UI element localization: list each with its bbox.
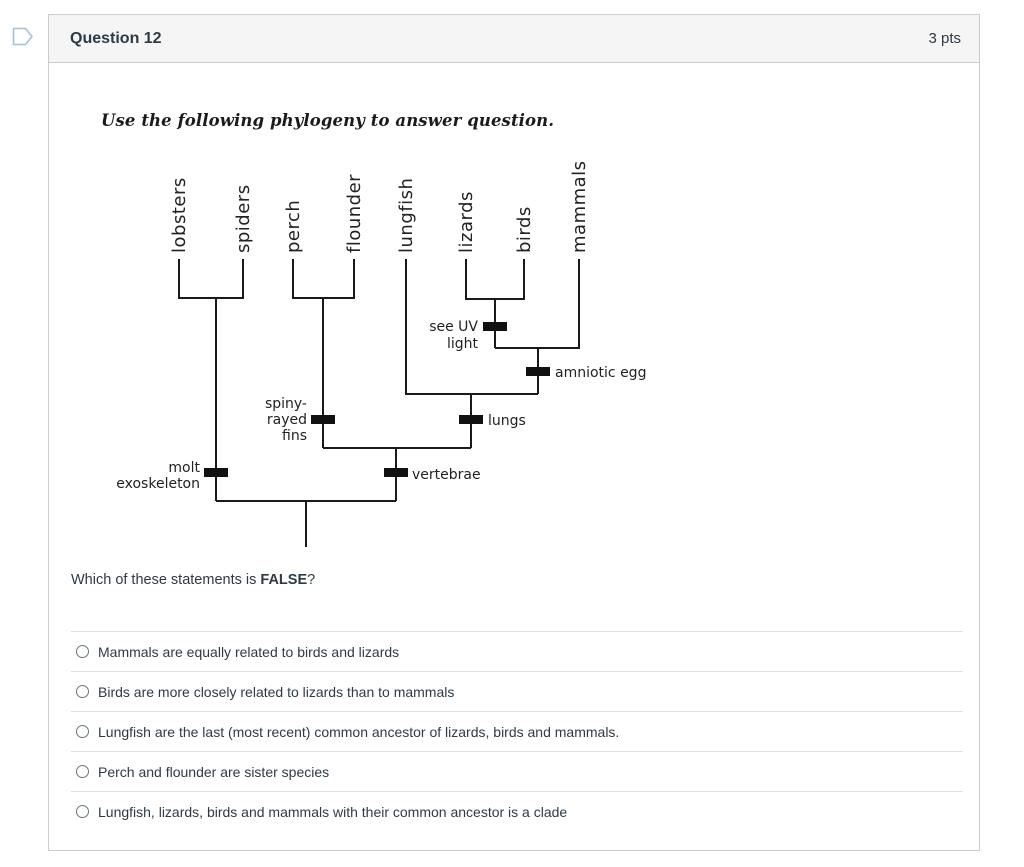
question-card: Question 12 3 pts Use the following phyl… xyxy=(48,14,980,851)
taxon-label-birds: birds xyxy=(514,206,535,253)
trait-label-spiny-line1: spiny- xyxy=(265,396,307,412)
trait-label-spiny-line3: fins xyxy=(282,428,307,444)
answer-option-label-4: Perch and flounder are sister species xyxy=(98,763,330,780)
trait-tick-amniotic-egg xyxy=(526,367,550,376)
question-points: 3 pts xyxy=(928,30,961,47)
question-text-emphasis: FALSE xyxy=(260,572,308,588)
flag-question-icon[interactable] xyxy=(12,27,34,46)
question-body: Use the following phylogeny to answer qu… xyxy=(49,63,979,850)
trait-tick-molt-exoskeleton xyxy=(204,468,228,477)
taxon-label-perch: perch xyxy=(283,200,304,253)
radio-button-5[interactable] xyxy=(76,805,89,818)
taxon-label-spiders: spiders xyxy=(233,184,254,253)
taxon-label-flounder: flounder xyxy=(344,174,365,253)
trait-label-lungs: lungs xyxy=(488,413,526,429)
instruction-text: Use the following phylogeny to answer qu… xyxy=(101,111,555,130)
trait-tick-vertebrae xyxy=(384,468,408,477)
question-text-suffix: ? xyxy=(307,572,316,588)
taxon-label-mammals: mammals xyxy=(569,160,590,253)
answer-option-label-3: Lungfish are the last (most recent) comm… xyxy=(98,723,620,740)
question-title: Question 12 xyxy=(70,29,162,47)
trait-label-amniotic-egg: amniotic egg xyxy=(555,365,646,381)
taxon-label-lizards: lizards xyxy=(456,191,477,253)
answer-option-1[interactable]: Mammals are equally related to birds and… xyxy=(71,631,963,671)
radio-button-3[interactable] xyxy=(76,725,89,738)
answer-option-label-5: Lungfish, lizards, birds and mammals wit… xyxy=(98,803,568,820)
trait-label-vertebrae: vertebrae xyxy=(412,467,481,483)
flag-icon-shape xyxy=(12,27,33,46)
tree-branches xyxy=(178,259,580,547)
question-text-prefix: Which of these statements is xyxy=(71,572,261,588)
trait-label-molt-line2: exoskeleton xyxy=(116,476,200,492)
trait-tick-spiny-rayed-fins xyxy=(311,415,335,424)
radio-button-1[interactable] xyxy=(76,645,89,658)
answer-option-3[interactable]: Lungfish are the last (most recent) comm… xyxy=(71,711,963,751)
trait-label-see-uv-line1: see UV xyxy=(429,319,478,335)
trait-label-see-uv-line2: light xyxy=(447,336,479,352)
phylogeny-diagram: lobsters spiders perch flounder lungfish… xyxy=(116,160,646,547)
trait-label-molt-line1: molt xyxy=(168,460,200,476)
answer-option-2[interactable]: Birds are more closely related to lizard… xyxy=(71,671,963,711)
radio-button-2[interactable] xyxy=(76,685,89,698)
trait-tick-lungs xyxy=(459,415,483,424)
answer-options: Mammals are equally related to birds and… xyxy=(71,631,963,831)
question-text: Which of these statements is FALSE? xyxy=(71,572,315,588)
trait-label-spiny-line2: rayed xyxy=(267,412,307,428)
taxon-label-lungfish: lungfish xyxy=(396,178,417,253)
answer-option-label-1: Mammals are equally related to birds and… xyxy=(98,643,400,660)
answer-option-label-2: Birds are more closely related to lizard… xyxy=(98,683,455,700)
answer-option-5[interactable]: Lungfish, lizards, birds and mammals wit… xyxy=(71,791,963,831)
trait-tick-see-uv-light xyxy=(483,322,507,331)
question-header: Question 12 3 pts xyxy=(49,15,979,63)
taxon-label-lobsters: lobsters xyxy=(169,177,190,253)
answer-option-4[interactable]: Perch and flounder are sister species xyxy=(71,751,963,791)
radio-button-4[interactable] xyxy=(76,765,89,778)
